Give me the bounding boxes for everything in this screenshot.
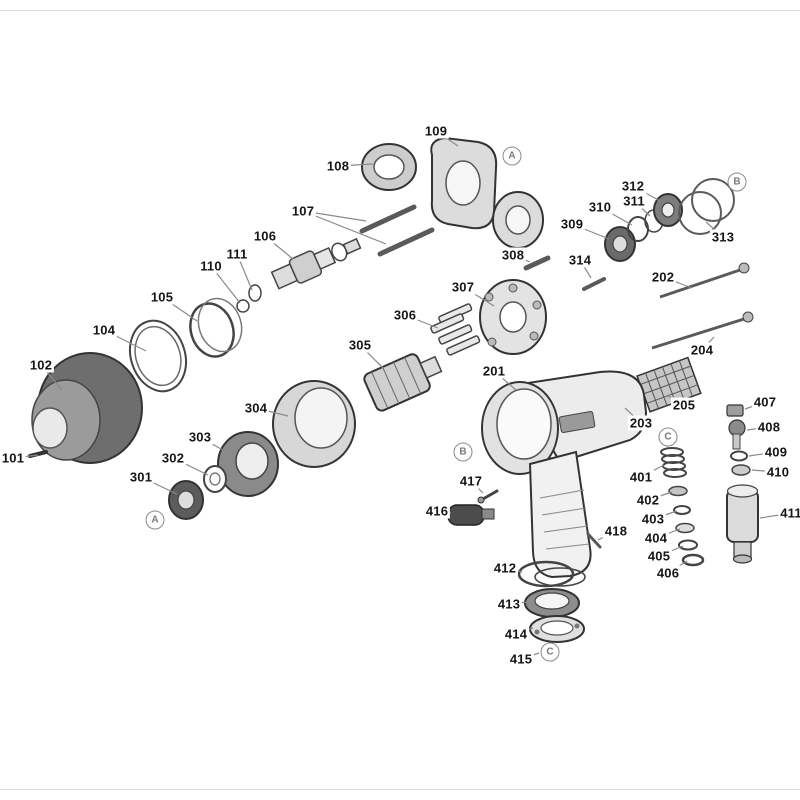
- part-pin-308: [523, 255, 551, 271]
- part-label-412: 412: [491, 560, 519, 576]
- part-spring-401: [660, 447, 687, 478]
- part-pin-314: [582, 277, 606, 291]
- part-label-313: 313: [709, 229, 737, 245]
- part-label-309: 309: [558, 216, 586, 232]
- part-gasket-104: [129, 319, 187, 393]
- top-border-line: [0, 10, 800, 11]
- part-label-104: 104: [90, 322, 118, 338]
- part-label-203: 203: [627, 415, 655, 431]
- part-label-303: 303: [186, 429, 214, 445]
- part-label-106: 106: [251, 228, 279, 244]
- assembly-marker-c-3: C: [658, 427, 678, 447]
- part-ring-105: [189, 297, 243, 358]
- part-label-204: 204: [688, 342, 716, 358]
- part-label-401: 401: [627, 469, 655, 485]
- part-oring-409: [730, 450, 748, 462]
- part-label-302: 302: [159, 450, 187, 466]
- assembly-marker-a-0: A: [502, 146, 522, 166]
- part-label-109: 109: [422, 123, 450, 139]
- part-label-111: 111: [224, 246, 250, 262]
- part-bearing-301: [168, 480, 204, 520]
- part-boot-cover: [31, 352, 143, 464]
- part-label-314: 314: [566, 252, 594, 268]
- part-ring-108: [361, 143, 417, 191]
- leader-line-107: [302, 210, 387, 245]
- part-hammer-case-109: [430, 136, 544, 249]
- part-cylinder-304: [272, 380, 356, 468]
- part-inlet-bushing-411: [726, 484, 759, 564]
- assembly-marker-c-5: C: [540, 642, 560, 662]
- part-label-107: 107: [289, 203, 317, 219]
- part-label-402: 402: [634, 492, 662, 508]
- part-clutch-ring-303: [217, 431, 279, 497]
- part-gasket-413: [524, 588, 580, 618]
- part-label-403: 403: [639, 511, 667, 527]
- part-label-301: 301: [127, 469, 155, 485]
- part-ring-410: [731, 464, 751, 476]
- part-screw-417: [477, 489, 499, 504]
- part-label-417: 417: [457, 473, 485, 489]
- part-label-404: 404: [642, 530, 670, 546]
- part-valve-408: [728, 419, 746, 450]
- part-cam-312: [653, 193, 683, 227]
- part-label-201: 201: [480, 363, 508, 379]
- part-label-306: 306: [391, 307, 419, 323]
- part-label-405: 405: [645, 548, 673, 564]
- part-label-413: 413: [495, 596, 523, 612]
- part-bearing-309: [604, 226, 636, 262]
- part-label-408: 408: [755, 419, 783, 435]
- part-label-312: 312: [619, 178, 647, 194]
- part-rotor-305: [363, 353, 443, 412]
- part-label-101: 101: [0, 450, 27, 466]
- part-washer-302: [203, 465, 227, 493]
- part-pins-107: [359, 204, 435, 257]
- part-bolt-202: [659, 262, 750, 299]
- part-label-310: 310: [586, 199, 614, 215]
- part-label-406: 406: [654, 565, 682, 581]
- assembly-marker-b-2: B: [453, 442, 473, 462]
- assembly-marker-b-1: B: [727, 172, 747, 192]
- part-label-416: 416: [423, 503, 451, 519]
- part-oring-412: [517, 560, 575, 588]
- part-label-205: 205: [670, 397, 698, 413]
- part-ring-111: [248, 284, 262, 302]
- part-housing-201: [481, 370, 648, 587]
- part-anvil-106: [270, 237, 362, 290]
- part-label-304: 304: [242, 400, 270, 416]
- part-label-105: 105: [148, 289, 176, 305]
- part-label-418: 418: [602, 523, 630, 539]
- part-pin-418: [586, 532, 602, 549]
- part-washer-404: [675, 522, 695, 534]
- part-bolt-204: [651, 311, 754, 350]
- part-label-411: 411: [778, 505, 800, 521]
- part-label-311: 311: [621, 193, 647, 209]
- part-label-110: 110: [198, 258, 224, 274]
- part-label-308: 308: [499, 247, 527, 263]
- part-label-307: 307: [449, 279, 477, 295]
- part-label-414: 414: [502, 626, 530, 642]
- part-orings-313: [678, 178, 735, 235]
- assembly-marker-a-4: A: [145, 510, 165, 530]
- part-end-plate-307: [479, 279, 547, 355]
- part-label-102: 102: [27, 357, 55, 373]
- part-label-108: 108: [324, 158, 352, 174]
- part-label-415: 415: [507, 651, 535, 667]
- part-ring-405: [678, 539, 698, 551]
- part-label-410: 410: [764, 464, 792, 480]
- part-plate-414: [529, 615, 585, 643]
- part-washer-402: [668, 485, 688, 497]
- part-fitting-407: [726, 404, 744, 417]
- part-oring-403: [673, 505, 691, 515]
- bottom-border-line: [0, 789, 800, 790]
- part-vanes-306: [430, 303, 481, 356]
- part-label-202: 202: [649, 269, 677, 285]
- part-label-407: 407: [751, 394, 779, 410]
- part-trigger-416: [447, 504, 495, 526]
- part-ring-406: [681, 553, 705, 567]
- part-label-305: 305: [346, 337, 374, 353]
- part-label-409: 409: [762, 444, 790, 460]
